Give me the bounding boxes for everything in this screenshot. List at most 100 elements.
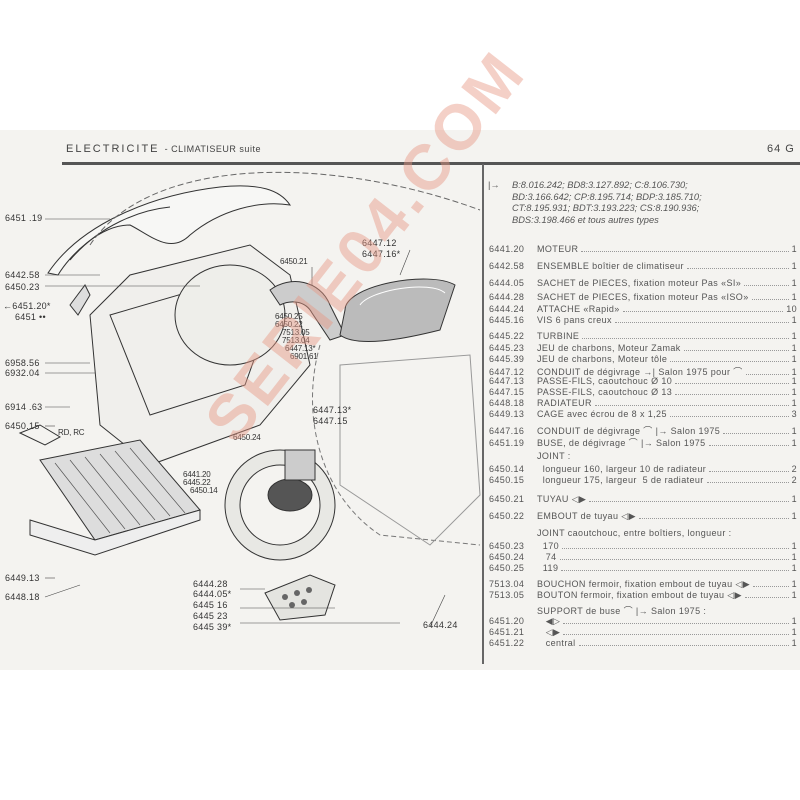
part-number: 6450.14 — [489, 464, 525, 474]
quantity: 1 — [791, 315, 797, 325]
callout-label: 6932.04 — [5, 368, 40, 378]
quantity: 1 — [791, 590, 797, 600]
parts-row: 6445.23 JEU de charbons, Moteur Zamak 1 — [489, 343, 797, 354]
part-description: PASSE-FILS, caoutchouc Ø 13 — [537, 387, 673, 397]
quantity: 1 — [791, 494, 797, 504]
quantity: 1 — [791, 376, 797, 386]
callout-label: 6958.56 — [5, 358, 40, 368]
part-description: 74 — [537, 552, 557, 562]
part-description: ATTACHE «Rapid» — [537, 304, 620, 314]
intro-line: CT:8.195.931; BDT:3.193.223; CS:8.190.93… — [512, 203, 700, 213]
dot-leader — [622, 304, 784, 312]
radiator — [29, 439, 201, 556]
intro-line: BDS:3.198.466 et tous autres types — [512, 214, 659, 225]
quantity: 1 — [791, 541, 797, 551]
callout-label: RD, RC — [58, 428, 85, 437]
part-description: 170 — [537, 541, 560, 551]
dot-leader — [670, 354, 789, 362]
part-description: BUSE, de dégivrage ⌒ |→ Salon 1975 — [537, 438, 706, 448]
dot-leader — [709, 464, 789, 472]
dot-leader — [582, 331, 789, 339]
turbine-fan — [224, 449, 336, 561]
callout-label: 6445 16 — [193, 600, 228, 610]
quantity: 1 — [791, 278, 797, 288]
dot-leader — [744, 278, 789, 286]
dot-leader — [561, 563, 789, 571]
callout-label: 6447.13* — [285, 344, 316, 353]
callout-label: 6447.13* — [313, 405, 352, 415]
parts-row: 6450.15 longueur 175, largeur 5 de radia… — [489, 475, 797, 486]
callout-label: 6450.22 — [275, 320, 303, 329]
callout-label: 6448.18 — [5, 592, 40, 602]
dot-leader — [706, 475, 789, 483]
parts-row: 6451.21 ◁▶1 — [489, 627, 797, 638]
part-number: 6450.15 — [489, 475, 525, 485]
part-description: JEU de charbons, Moteur Zamak — [537, 343, 681, 353]
quantity: 1 — [791, 387, 797, 397]
part-description: CONDUIT de dégivrage →| Salon 1975 pour … — [537, 367, 743, 377]
callout-label: 6441.20 — [183, 470, 211, 479]
part-number: 6444.05 — [489, 278, 525, 288]
callout-label: 6914 .63 — [5, 402, 43, 412]
callout-label: 6444.24 — [423, 620, 458, 630]
part-description: SACHET de PIECES, fixation moteur Pas «S… — [537, 278, 742, 288]
screw-bag — [264, 574, 336, 621]
quantity: 1 — [791, 638, 797, 648]
parts-row: 6444.28 SACHET de PIECES, fixation moteur… — [489, 292, 797, 303]
defrost-duct — [339, 278, 456, 342]
parts-row: 6451.20 ◀▷1 — [489, 616, 797, 627]
callout-label: 7513.04 — [282, 336, 310, 345]
page-header: ELECTRICITE - CLIMATISEUR suite — [66, 143, 261, 155]
part-number: 6450.21 — [489, 494, 525, 504]
callout-label: 6450.21 — [280, 257, 308, 266]
right-housing — [339, 354, 481, 546]
quantity: 1 — [791, 616, 797, 626]
part-number: 6444.24 — [489, 304, 525, 314]
part-number: 6447.15 — [489, 387, 525, 397]
dot-leader — [578, 638, 789, 646]
part-description: EMBOUT de tuyau ◁▶ — [537, 511, 636, 521]
callout-label: 6445 39* — [193, 622, 232, 632]
quantity: 1 — [791, 354, 797, 364]
part-description: SACHET de PIECES, fixation moteur Pas «I… — [537, 292, 749, 302]
part-description: JOINT caoutchouc, entre boîtiers, longue… — [537, 528, 732, 538]
dot-leader — [751, 292, 789, 300]
part-number: 6445.23 — [489, 343, 525, 353]
callout-label: 6450.14 — [190, 486, 218, 495]
parts-row: 6450.23 170 1 — [489, 541, 797, 552]
callout-label: 6901.61 — [290, 352, 318, 361]
part-number: 6450.23 — [489, 541, 525, 551]
quantity: 1 — [791, 343, 797, 353]
applicability-note: |→ B:8.016.242; BD8:3.127.892; C:8.106.7… — [488, 180, 797, 226]
part-description: longueur 160, largeur 10 de radiateur — [537, 464, 707, 474]
exploded-diagram — [18, 171, 481, 628]
dot-leader — [723, 426, 789, 434]
part-description: ENSEMBLE boîtier de climatiseur — [537, 261, 684, 271]
callout-label: 6444.05* — [193, 589, 232, 599]
part-number: 6445.16 — [489, 315, 525, 325]
part-number: 6448.18 — [489, 398, 525, 408]
parts-row: 6445.16 VIS 6 pans creux 1 — [489, 315, 797, 326]
quantity: 3 — [791, 409, 797, 419]
column-divider — [482, 164, 484, 664]
part-description: CAGE avec écrou de 8 x 1,25 — [537, 409, 667, 419]
part-number: 6441.20 — [489, 244, 525, 254]
parts-row: 6450.14 longueur 160, largeur 10 de radi… — [489, 464, 797, 475]
quantity: 2 — [791, 464, 797, 474]
part-description: RADIATEUR — [537, 398, 592, 408]
quantity: 1 — [791, 331, 797, 341]
part-description: VIS 6 pans creux — [537, 315, 612, 325]
dot-leader — [589, 494, 789, 502]
dot-leader — [683, 343, 789, 351]
part-number: 6449.13 — [489, 409, 525, 419]
dot-leader — [559, 552, 789, 560]
callout-label: 6442.58 — [5, 270, 40, 280]
part-number: 6444.28 — [489, 292, 525, 302]
callout-label: 6450.15 — [5, 421, 40, 431]
